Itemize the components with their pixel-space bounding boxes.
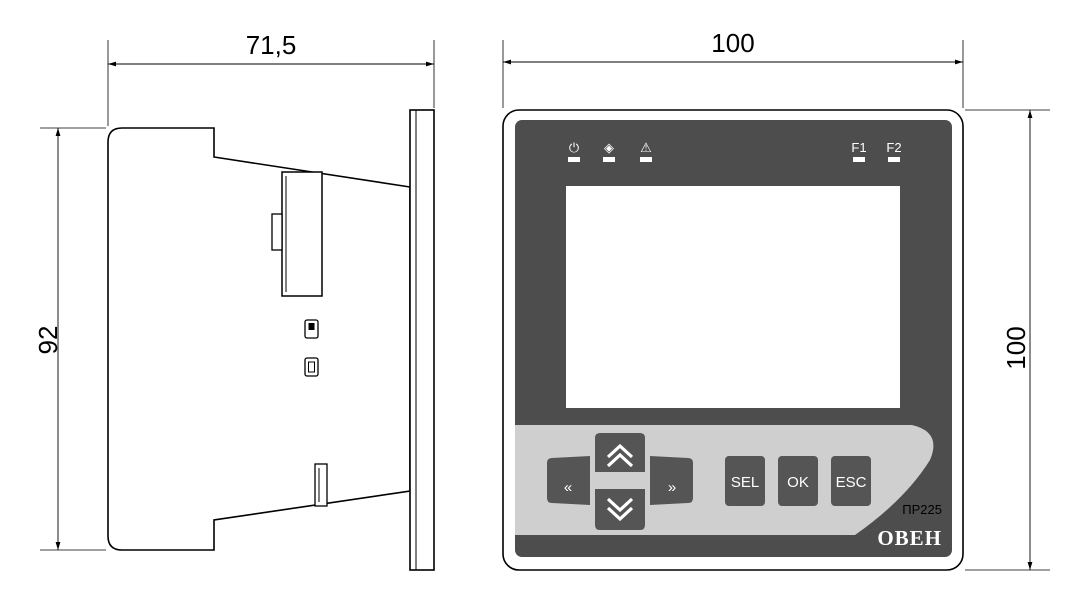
usb-slot [314,463,328,507]
dim-side-height-label: 92 [33,326,63,355]
key-left[interactable]: « [547,456,590,505]
key-up[interactable] [595,433,645,472]
model-label: ПР225 [902,502,942,517]
indicator-run: ◈ [603,140,615,162]
connector-latch [271,213,283,251]
indicator-f1: F1 [851,140,867,162]
esc-label: ESC [836,474,867,491]
side-view [107,109,435,571]
side-bezel [409,109,435,571]
sel-label: SEL [731,474,759,491]
indicator-f2: F2 [886,140,902,162]
side-connector [281,171,323,297]
key-esc[interactable]: ESC [831,456,871,506]
alarm-icon: ⚠ [640,140,652,155]
dip-switch-2 [304,357,319,377]
key-right[interactable]: » [650,456,693,505]
indicator-power: ⏻ [568,140,580,162]
dim-side-width: 71,5 [107,30,435,126]
dim-front-width: 100 [502,28,964,108]
dim-side-height: 92 [33,127,106,551]
dim-front-height-label: 100 [1001,326,1031,369]
indicator-alarm: ⚠ [640,140,652,162]
brand-label: ОВЕН [877,526,942,550]
front-view: ⏻ ◈ ⚠ F1 F2 « » [502,109,964,571]
chevrons-left-icon: « [564,479,572,496]
run-icon: ◈ [604,140,614,155]
key-down[interactable] [595,489,645,530]
f1-label: F1 [851,140,866,155]
lcd-screen [566,186,900,408]
key-sel[interactable]: SEL [725,456,765,506]
dip-switch-1 [304,319,319,339]
f2-label: F2 [886,140,901,155]
side-housing [107,127,411,551]
ok-label: OK [787,474,809,491]
chevrons-right-icon: » [668,479,676,496]
dim-side-width-label: 71,5 [246,30,297,60]
brand-logo: ОВЕН [850,522,942,550]
dim-front-width-label: 100 [711,28,754,58]
key-ok[interactable]: OK [778,456,818,506]
power-icon: ⏻ [569,140,579,155]
dim-front-height: 100 [965,109,1050,571]
